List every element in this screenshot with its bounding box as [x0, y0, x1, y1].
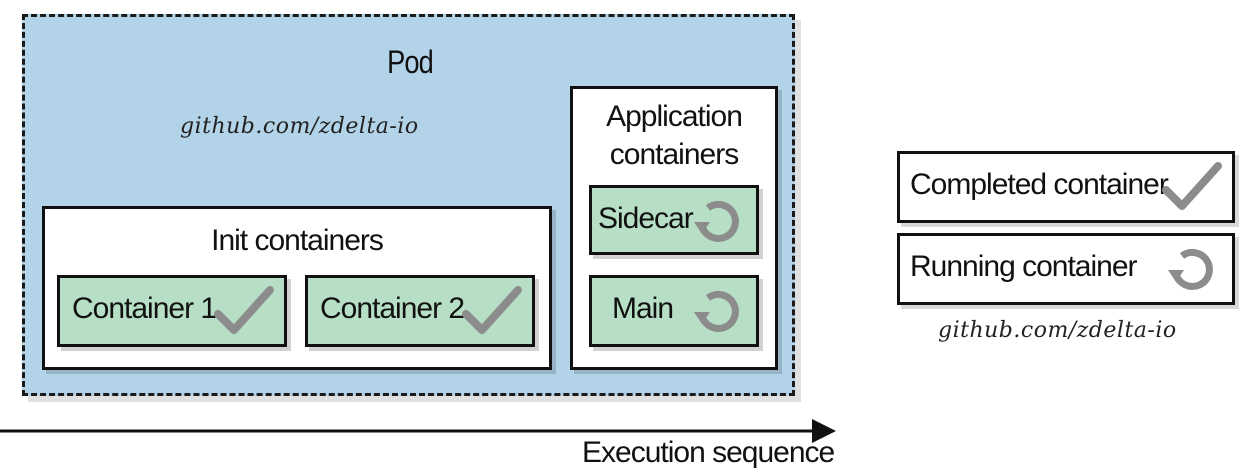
check-icon — [214, 286, 274, 334]
check-icon — [1162, 162, 1222, 210]
pod-watermark: github.com/zdelta-io — [180, 114, 419, 139]
main-label: Main — [612, 292, 674, 325]
application-title-line-1: Application — [606, 100, 743, 133]
restart-icon — [694, 201, 739, 242]
application-title-line-2: containers — [609, 138, 739, 171]
pod-title: Pod — [387, 44, 434, 80]
sidecar-label: Sidecar — [598, 202, 694, 235]
legend-completed-box — [897, 151, 1235, 223]
restart-icon — [694, 291, 739, 332]
execution-sequence-label: Execution sequence — [582, 436, 835, 469]
sidecar-box — [589, 185, 759, 255]
legend-running-label: Running container — [910, 250, 1138, 283]
check-icon — [462, 286, 522, 334]
execution-arrow — [0, 419, 836, 443]
application-containers-title: Application containers — [570, 98, 778, 174]
init-containers-title: Init containers — [211, 224, 384, 257]
container-1-label: Container 1 — [72, 292, 217, 325]
restart-icon — [1168, 249, 1213, 290]
main-box — [589, 275, 759, 347]
legend-watermark: github.com/zdelta-io — [938, 318, 1177, 343]
legend-completed-label: Completed container — [910, 168, 1169, 201]
legend-running-box — [897, 233, 1235, 305]
container-2-label: Container 2 — [320, 292, 465, 325]
